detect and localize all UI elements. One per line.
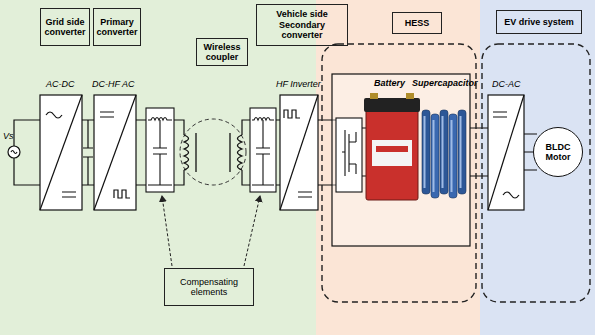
wire [136,120,146,185]
supercap-cell [458,110,466,194]
supercap-shine [433,120,435,192]
supercapacitor-picture [422,110,466,198]
title-box: EV drive system [496,10,582,34]
coil-core-line [229,133,230,172]
battery-sticker [372,140,412,166]
grid-region [0,0,316,335]
mosfet-symbol [342,130,356,176]
source-wave [11,151,17,154]
battery-terminal [370,93,378,99]
compensation-box [250,108,276,192]
converter-diagonal [94,95,136,210]
wire [362,128,366,176]
hess-panel [332,74,470,246]
supercap-shine [424,116,426,188]
coil-winding [184,135,189,170]
compensation-secondary [250,108,276,192]
battery-terminal [406,93,414,99]
part-label: Vs [3,132,14,142]
dc-link-capacitor [82,120,94,185]
switch-converter [336,118,366,192]
wire [276,120,280,185]
motor-circle: BLDC Motor [533,127,583,177]
title-box: Wireless coupler [196,38,248,66]
supercap-cell [431,114,439,198]
inductor-symbol [148,118,172,121]
battery-body [366,108,418,200]
capacitor-symbol [148,120,172,185]
coil-winding [238,135,243,170]
callout-box: Compensating elements [164,268,254,306]
coupling-coils [184,133,242,172]
hf-inverter [280,95,318,210]
node-text: BLDC Motor [537,142,579,163]
wire [174,120,184,185]
part-label: HF Inverter [276,80,321,90]
callout-arrow [244,196,260,266]
coil-core-line [195,133,196,172]
ac-symbol [46,112,62,118]
hess-region [316,0,480,335]
supercap-cell [449,114,457,198]
supercap-shine [460,116,462,188]
supercap-cell [422,110,430,194]
converter-box [40,95,82,210]
supercap-shine [451,120,453,192]
dc-symbol [100,112,114,117]
supercap-cell [440,110,448,194]
dc-symbol [298,192,312,197]
ac-dc-converter [40,95,82,210]
part-label: DC-AC [492,80,521,90]
battery-picture [364,93,420,200]
compensation-box [146,108,174,192]
coupler-boundary [180,119,246,185]
converter-box [280,95,318,210]
converter-diagonal [40,95,82,210]
dc-ac-converter [488,95,524,210]
node-text: HESS [405,18,430,28]
pulse-symbol [284,110,300,118]
pulse-symbol [114,190,130,198]
source-symbol [8,146,20,158]
capacitor-symbol [252,120,274,185]
dc-symbol [62,192,76,197]
title-box: HESS [392,12,442,34]
node-text: Primary converter [97,17,138,38]
dc-symbol [493,112,507,117]
supercap-shine [442,116,444,188]
converter-box [94,95,136,210]
title-box: Primary converter [93,8,141,46]
converter-diagonal [488,95,524,210]
node-text: Compensating elements [168,277,250,298]
ev-enclosure [482,44,590,302]
callout-arrow [162,196,172,266]
title-box: Vehicle side Secondary converter [256,4,348,46]
node-text: Grid side converter [44,17,86,38]
dc-hfac-converter [94,95,136,210]
part-label: Battery [374,79,405,89]
compensation-primary [146,108,174,192]
part-label: DC-HF AC [92,80,135,90]
callout-arrows [162,196,260,266]
ev-region [480,0,595,335]
ac-symbol [503,192,519,198]
source-wire [14,120,40,185]
part-label: Supercapacitor [412,79,478,89]
inductor-symbol [252,118,274,121]
node-text: Vehicle side Secondary converter [260,9,344,40]
battery-lid [364,98,420,112]
title-box: Grid side converter [40,8,90,46]
node-text: EV drive system [504,17,574,27]
switch-box [336,118,362,192]
wire [470,128,488,176]
node-text: Wireless coupler [200,42,244,63]
battery-sticker-band [376,146,408,152]
converter-diagonal [280,95,318,210]
converter-box [488,95,524,210]
part-label: AC-DC [46,80,75,90]
